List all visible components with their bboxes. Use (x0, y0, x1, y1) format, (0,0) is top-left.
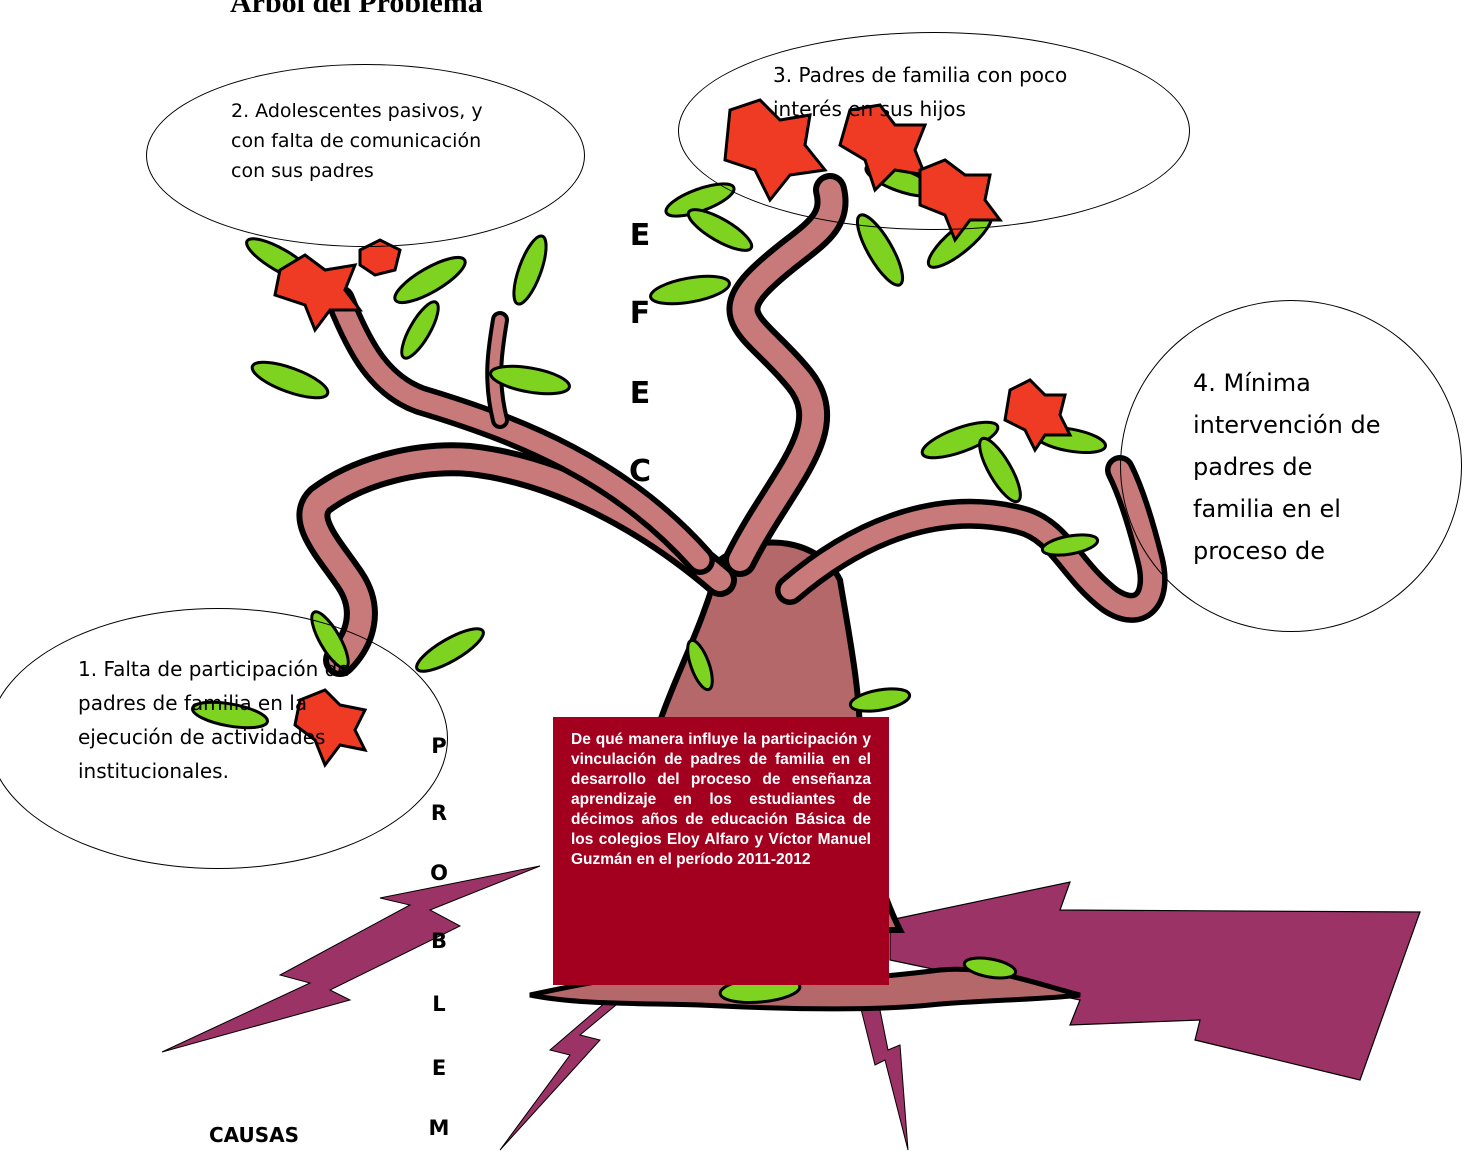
lightning-bolt-left (161, 865, 541, 1053)
central-problem-box: De qué manera influye la participación y… (553, 717, 889, 985)
effects-letter: F (629, 296, 651, 331)
cause-text-1: 1. Falta de participación de padres de f… (78, 657, 350, 783)
problem-letter: L (432, 992, 446, 1016)
lightning-bolt-bottom-left (499, 984, 641, 1151)
effects-letter: E (629, 376, 651, 411)
problem-letter: B (430, 929, 447, 953)
problem-letter: P (431, 734, 447, 758)
effect-ellipse-4 (1120, 300, 1462, 632)
effect-ellipse-3 (678, 32, 1190, 230)
effects-letter: C (628, 454, 652, 489)
effect-text-2: 2. Adolescentes pasivos, y con falta de … (231, 100, 483, 182)
effect-text-3: 3. Padres de familia con poco interés en… (773, 63, 1068, 121)
problem-letter: E (431, 1056, 447, 1080)
effect-ellipse-2 (146, 64, 585, 247)
effects-letter: E (629, 218, 651, 253)
problem-letter: O (430, 861, 448, 885)
branch-left-low (296, 442, 737, 677)
problem-letter: M (428, 1116, 450, 1140)
causes-label: CAUSAS (209, 1123, 300, 1147)
central-problem-text: De qué manera influye la participación y… (571, 731, 871, 868)
effect-text-4: 4. Mínima intervención de padres de fami… (1193, 369, 1381, 565)
cause-ellipse-1 (0, 608, 448, 869)
diagram-title: Árbol del Problema (230, 0, 483, 19)
problem-letter: R (430, 801, 448, 825)
